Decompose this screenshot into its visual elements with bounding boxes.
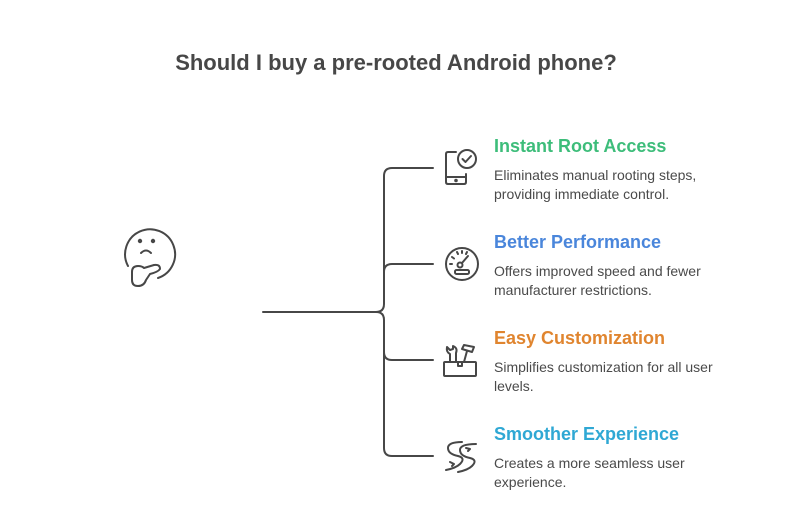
item-description: Simplifies customization for all user le…	[494, 359, 713, 394]
toolbox-icon	[440, 340, 480, 380]
thinking-face-icon	[120, 226, 180, 290]
item-description: Creates a more seamless user experience.	[494, 455, 685, 490]
phone-check-icon	[440, 146, 480, 186]
diagram-title: Should I buy a pre-rooted Android phone?	[175, 50, 617, 75]
speedometer-icon	[440, 244, 480, 284]
item-title: Easy Customization	[494, 328, 666, 348]
item-description: Offers improved speed and fewer manufact…	[494, 263, 701, 298]
item-description: Eliminates manual rooting steps, providi…	[494, 167, 697, 202]
winding-road-icon	[440, 436, 480, 476]
item-title: Smoother Experience	[494, 424, 680, 444]
item-title: Instant Root Access	[494, 136, 667, 156]
item-title: Better Performance	[494, 232, 662, 252]
